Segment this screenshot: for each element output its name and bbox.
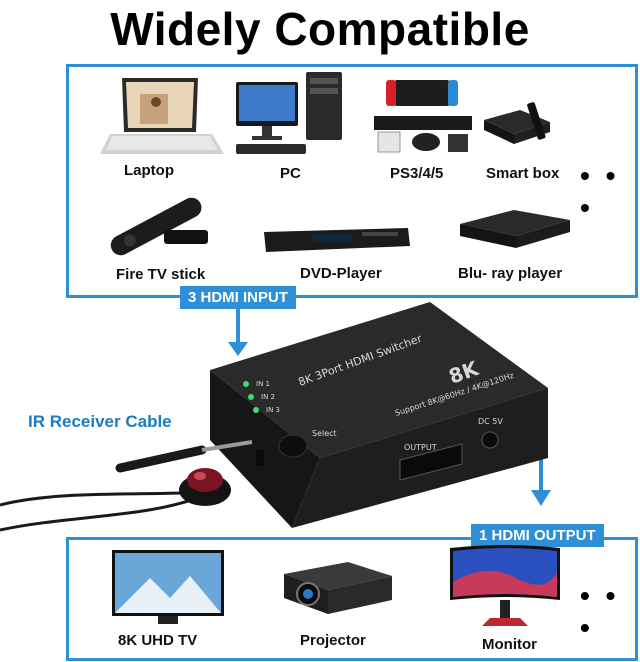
label-blu-ray-player: Blu- ray player <box>458 265 563 282</box>
monitor-image <box>446 542 564 628</box>
laptop-image <box>100 74 226 160</box>
led-label-in1: IN 1 <box>256 380 270 388</box>
ir-receiver-label: IR Receiver Cable <box>28 412 172 431</box>
output-port-label: OUTPUT <box>404 443 437 452</box>
switcher-illustration <box>0 300 640 540</box>
led-label-in2: IN 2 <box>261 393 275 401</box>
label-dvd-player: DVD-Player <box>300 265 382 282</box>
switcher-labels: 8K 3Port HDMI Switcher 8K Support 8K@60H… <box>0 300 640 540</box>
device-title: 8K 3Port HDMI Switcher <box>297 332 425 389</box>
blu-ray-player-image <box>454 206 574 254</box>
label-laptop: Laptop <box>124 162 174 179</box>
dc-label: DC 5V <box>478 417 503 426</box>
tv-image <box>110 548 226 628</box>
projector-image <box>278 556 398 622</box>
label-ps345: PS3/4/5 <box>390 165 444 182</box>
label-fire-tv-stick: Fire TV stick <box>116 266 206 283</box>
fire-tv-stick-image <box>100 190 214 262</box>
label-pc: PC <box>280 165 301 182</box>
label-projector: Projector <box>300 632 366 649</box>
label-monitor: Monitor <box>482 636 537 653</box>
hdmi-input-tag: 3 HDMI INPUT <box>180 286 297 309</box>
game-consoles-image <box>372 76 474 156</box>
led-label-in3: IN 3 <box>266 406 280 414</box>
more-sources-ellipsis: • • • <box>580 160 620 223</box>
more-outputs-ellipsis: • • • <box>580 580 620 643</box>
hdmi-output-tag: 1 HDMI OUTPUT <box>471 524 604 547</box>
label-8k-uhd-tv: 8K UHD TV <box>118 632 198 649</box>
label-smart-box: Smart box <box>486 165 560 182</box>
headline: Widely Compatible <box>110 3 530 55</box>
select-label: Select <box>312 429 337 438</box>
smart-box-image <box>480 100 560 150</box>
pc-image <box>232 70 352 158</box>
dvd-player-image <box>262 222 412 256</box>
